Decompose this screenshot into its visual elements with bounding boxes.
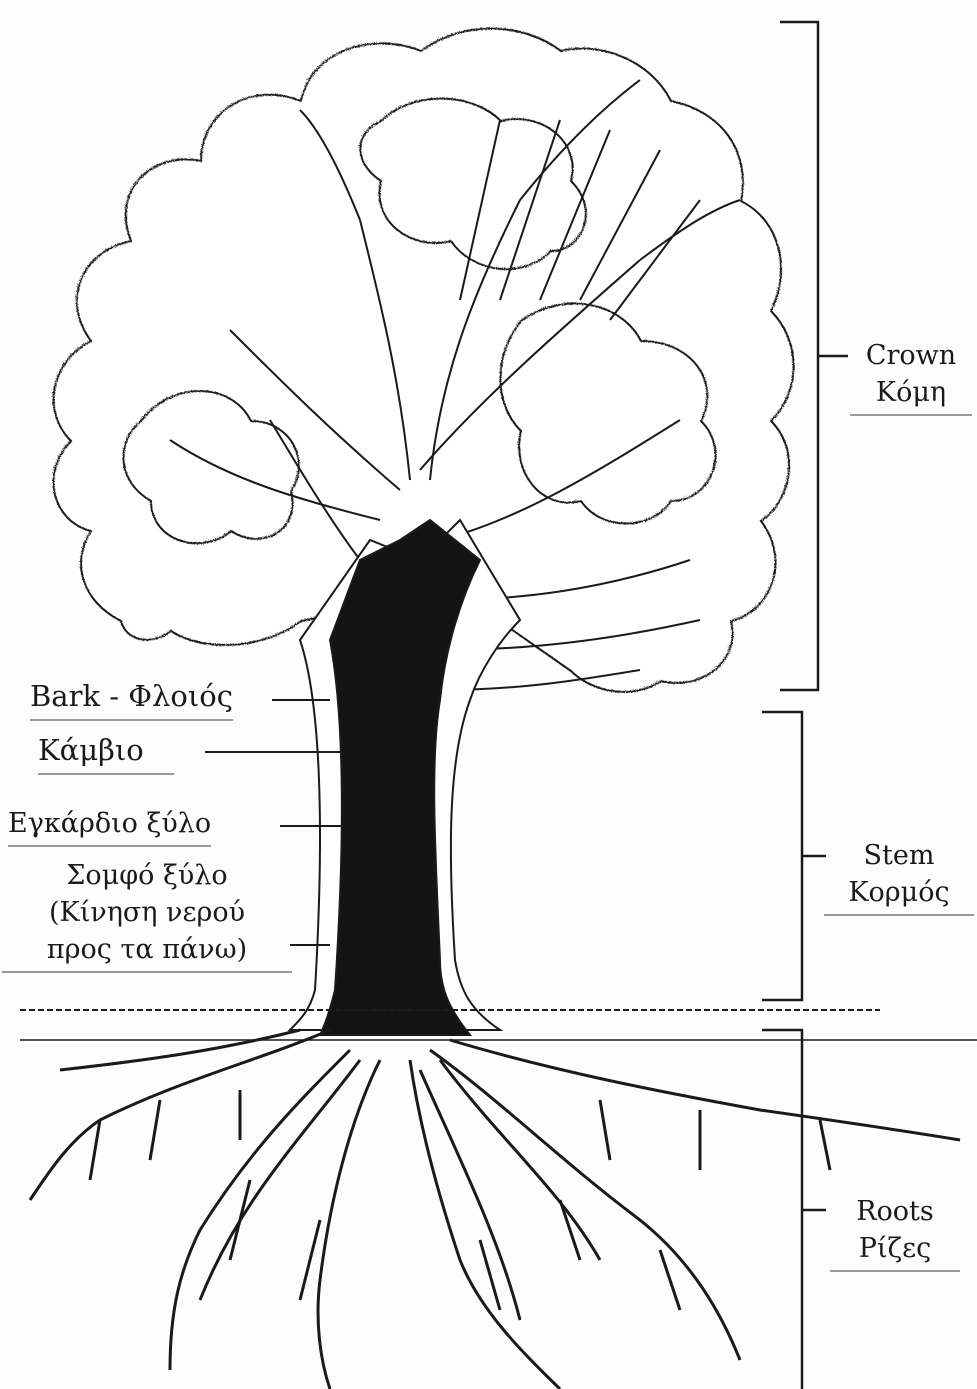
roots-label: Roots Ρίζες: [830, 1198, 960, 1272]
heartwood-label: Εγκάρδιο ξύλο: [8, 810, 211, 847]
stem-label-gr: Κορμός: [824, 879, 974, 906]
sapwood-label-line2: (Κίνηση νερού: [2, 899, 292, 926]
right-brackets: [762, 22, 848, 1389]
cambium-label: Κάμβιο: [38, 736, 174, 775]
stem-label-en: Stem: [824, 842, 974, 869]
sapwood-label: Σομφό ξύλο (Κίνηση νερού προς τα πάνω): [2, 862, 292, 973]
bark-label: Bark - Φλοιός: [30, 682, 233, 721]
roots-label-gr: Ρίζες: [830, 1235, 960, 1262]
sapwood-label-line3: προς τα πάνω): [2, 936, 292, 973]
roots-label-en: Roots: [830, 1198, 960, 1225]
crown-label-en: Crown: [850, 342, 972, 369]
crown-label: Crown Κόμη: [850, 342, 972, 416]
stem-label: Stem Κορμός: [824, 842, 974, 916]
sapwood-label-line1: Σομφό ξύλο: [2, 862, 292, 889]
crown-label-gr: Κόμη: [850, 379, 972, 406]
